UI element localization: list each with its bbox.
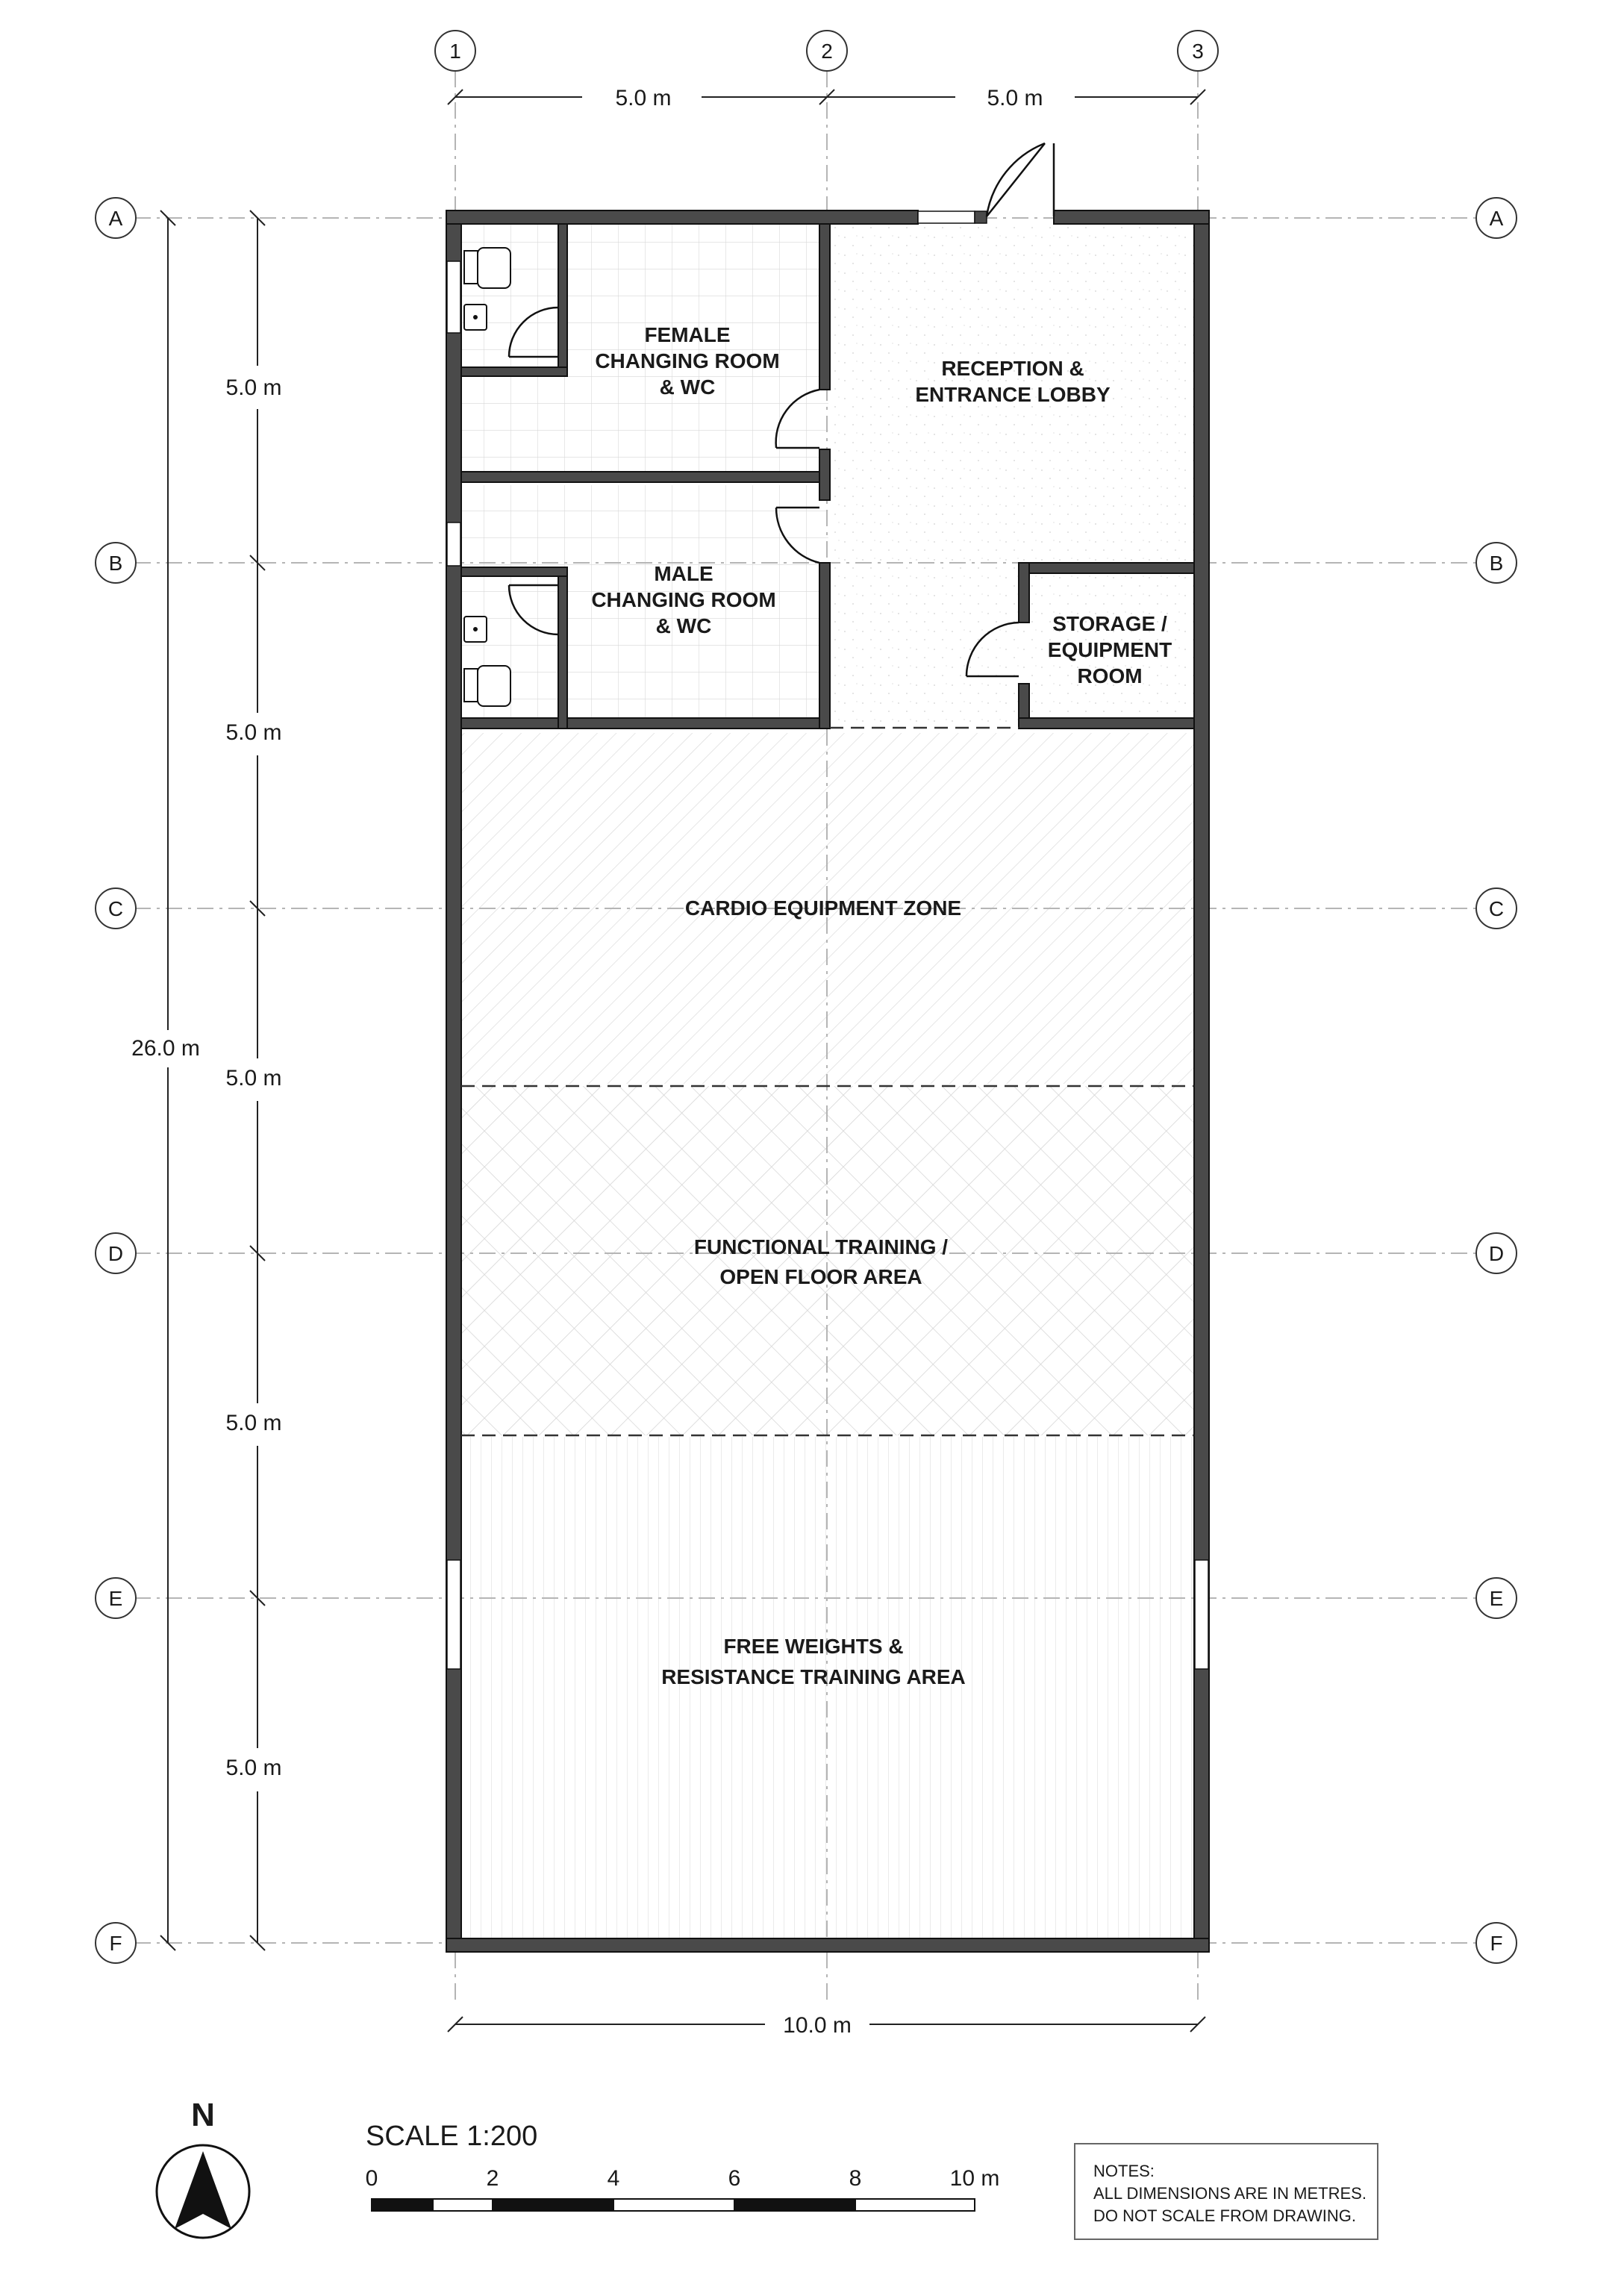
left-dimension-row-4: 5.0 m xyxy=(225,1411,281,1435)
female-wc-door-icon xyxy=(508,306,559,358)
female-room-label-3: & WC xyxy=(660,375,716,399)
svg-text:D: D xyxy=(1489,1242,1504,1265)
grid-bubble-row-f-left: F xyxy=(95,1922,137,1964)
left-dimension-row-3: 5.0 m xyxy=(225,1066,281,1091)
scale-tick-10: 10 m xyxy=(950,2166,1000,2191)
grid-bubble-row-e-left: E xyxy=(95,1577,137,1619)
grid-bubble-row-f-right: F xyxy=(1475,1922,1517,1964)
left-dimension-total: 26.0 m xyxy=(131,1036,200,1061)
svg-text:C: C xyxy=(108,897,123,920)
entrance-door-icon xyxy=(985,142,1055,217)
storage-label-3: ROOM xyxy=(1077,664,1142,687)
reception-label-2: ENTRANCE LOBBY xyxy=(915,383,1111,406)
grid-bubble-column-2: 2 xyxy=(806,30,848,72)
svg-text:C: C xyxy=(1489,897,1504,920)
walls xyxy=(446,210,1210,1953)
svg-text:B: B xyxy=(1490,552,1504,575)
functional-label-1: FUNCTIONAL TRAINING / xyxy=(694,1235,948,1258)
grid-bubble-row-a-left: A xyxy=(95,197,137,239)
grid-bubble-row-d-right: D xyxy=(1475,1232,1517,1274)
male-toilet-icon xyxy=(463,665,511,707)
grid-bubble-column-1: 1 xyxy=(434,30,476,72)
scale-tick-0: 0 xyxy=(366,2166,378,2191)
left-dimension-row-1: 5.0 m xyxy=(225,375,281,400)
grid-bubble-row-e-right: E xyxy=(1475,1577,1517,1619)
svg-text:D: D xyxy=(108,1242,123,1265)
male-room-label-2: CHANGING ROOM xyxy=(591,588,775,611)
svg-text:1: 1 xyxy=(449,40,461,63)
room-labels: FEMALE CHANGING ROOM & WC RECEPTION & EN… xyxy=(591,323,1172,1688)
female-room-label-1: FEMALE xyxy=(644,323,730,346)
male-room-label-3: & WC xyxy=(656,614,712,637)
exterior-wall-south xyxy=(446,1938,1210,1953)
grid-bubble-row-a-right: A xyxy=(1475,197,1517,239)
zone-boundaries xyxy=(461,726,1194,1437)
svg-text:3: 3 xyxy=(1192,40,1204,63)
svg-text:F: F xyxy=(109,1932,122,1955)
functional-label-2: OPEN FLOOR AREA xyxy=(719,1265,922,1288)
exterior-wall-north-right xyxy=(1053,210,1210,225)
svg-text:E: E xyxy=(1490,1587,1504,1610)
notes-line-1: ALL DIMENSIONS ARE IN METRES. xyxy=(1093,2184,1367,2203)
grid-bubble-row-d-left: D xyxy=(95,1232,137,1274)
left-dimension-row-2: 5.0 m xyxy=(225,720,281,745)
storage-label-2: EQUIPMENT xyxy=(1048,638,1172,661)
north-label: N xyxy=(191,2097,215,2133)
svg-text:A: A xyxy=(109,207,123,230)
notes-heading: NOTES: xyxy=(1093,2162,1155,2180)
female-lobby-door-icon xyxy=(775,388,820,449)
grid-bubble-column-3: 3 xyxy=(1177,30,1219,72)
female-floor-tiles xyxy=(461,224,828,476)
scale-tick-8: 8 xyxy=(849,2166,862,2191)
scale-tick-6: 6 xyxy=(728,2166,741,2191)
floor-fills xyxy=(461,224,1194,1944)
storage-door-icon xyxy=(965,621,1019,678)
reception-label-1: RECEPTION & xyxy=(941,357,1084,380)
exterior-wall-north-left xyxy=(446,210,919,225)
grid-bubble-row-c-right: C xyxy=(1475,887,1517,929)
svg-text:F: F xyxy=(1490,1932,1502,1955)
scale-title: SCALE 1:200 xyxy=(366,2121,537,2152)
grid-bubble-row-c-left: C xyxy=(95,887,137,929)
weights-label-1: FREE WEIGHTS & xyxy=(723,1635,903,1658)
weights-label-2: RESISTANCE TRAINING AREA xyxy=(661,1665,966,1688)
scale-bar: SCALE 1:200 0 2 4 6 8 10 m xyxy=(366,2121,1000,2212)
svg-text:B: B xyxy=(109,552,123,575)
female-toilet-icon xyxy=(463,247,511,289)
female-room-label-2: CHANGING ROOM xyxy=(595,349,779,372)
left-dimension-row-5: 5.0 m xyxy=(225,1756,281,1780)
notes-line-2: DO NOT SCALE FROM DRAWING. xyxy=(1093,2206,1356,2225)
male-lobby-door-icon xyxy=(775,506,820,564)
svg-text:2: 2 xyxy=(821,40,833,63)
grid-bubble-row-b-right: B xyxy=(1475,542,1517,584)
svg-text:E: E xyxy=(109,1587,123,1610)
bottom-dimension: 10.0 m xyxy=(447,2013,1206,2038)
grid-bubbles: 1 2 3 A B C D E xyxy=(95,30,1517,1964)
exterior-wall-west xyxy=(446,210,462,1953)
male-room-label-1: MALE xyxy=(654,562,713,585)
female-basin-icon xyxy=(463,304,487,331)
top-dimension-bay-1: 5.0 m xyxy=(615,86,671,110)
scale-tick-2: 2 xyxy=(487,2166,499,2191)
male-floor-tiles xyxy=(461,485,828,726)
scale-tick-4: 4 xyxy=(608,2166,620,2191)
north-arrow-icon: N xyxy=(155,2097,251,2239)
grid-bubble-row-b-left: B xyxy=(95,542,137,584)
top-dimension-bay-2: 5.0 m xyxy=(987,86,1043,110)
male-basin-icon xyxy=(463,616,487,643)
doors xyxy=(508,142,1055,678)
cardio-zone-label: CARDIO EQUIPMENT ZONE xyxy=(685,896,961,920)
svg-text:A: A xyxy=(1490,207,1504,230)
storage-label-1: STORAGE / xyxy=(1052,612,1167,635)
left-dimensions: 5.0 m 5.0 m 5.0 m 5.0 m 5.0 m 26.0 m xyxy=(131,210,282,1951)
male-wc-door-icon xyxy=(508,584,559,636)
notes-box: NOTES: ALL DIMENSIONS ARE IN METRES. DO … xyxy=(1074,2143,1378,2240)
exterior-wall-east xyxy=(1193,210,1210,1953)
reception-floor xyxy=(830,224,1194,728)
bottom-dimension-total: 10.0 m xyxy=(783,2013,852,2038)
fixtures xyxy=(463,247,511,707)
top-dimension: 5.0 m 5.0 m xyxy=(447,86,1206,110)
